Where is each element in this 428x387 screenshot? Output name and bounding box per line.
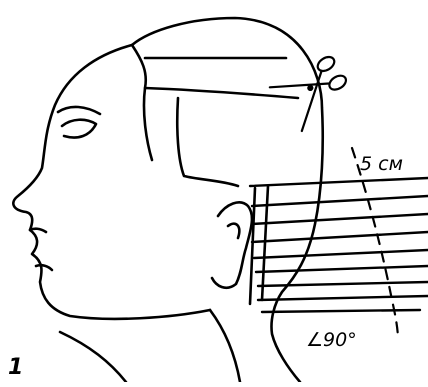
parting-line-mid (145, 88, 298, 98)
jaw-line (210, 310, 240, 382)
ear (212, 202, 252, 287)
ear-inner (228, 224, 239, 238)
face-profile (13, 45, 210, 319)
top-section (132, 45, 152, 160)
strand-6 (256, 266, 428, 272)
hair-strands (250, 178, 428, 312)
strand-9 (262, 310, 420, 312)
neck-front (60, 332, 126, 382)
length-label: 5 см (360, 153, 403, 175)
strand-4 (252, 232, 428, 242)
strand-2 (252, 196, 428, 206)
strand-5 (254, 250, 428, 258)
eyebrow (58, 107, 100, 114)
figure-number: 1 (8, 355, 23, 380)
strand-8 (258, 296, 428, 300)
angle-label: ∠90° (306, 329, 357, 351)
chin-crease (36, 265, 52, 270)
scissors-icon (270, 51, 357, 133)
skull-outline (132, 18, 323, 382)
strand-3 (252, 214, 428, 224)
section-boundary (177, 98, 238, 186)
eye (62, 120, 96, 138)
strand-1 (250, 178, 428, 186)
strand-7 (258, 282, 428, 286)
vertical-guide-2 (262, 186, 268, 300)
